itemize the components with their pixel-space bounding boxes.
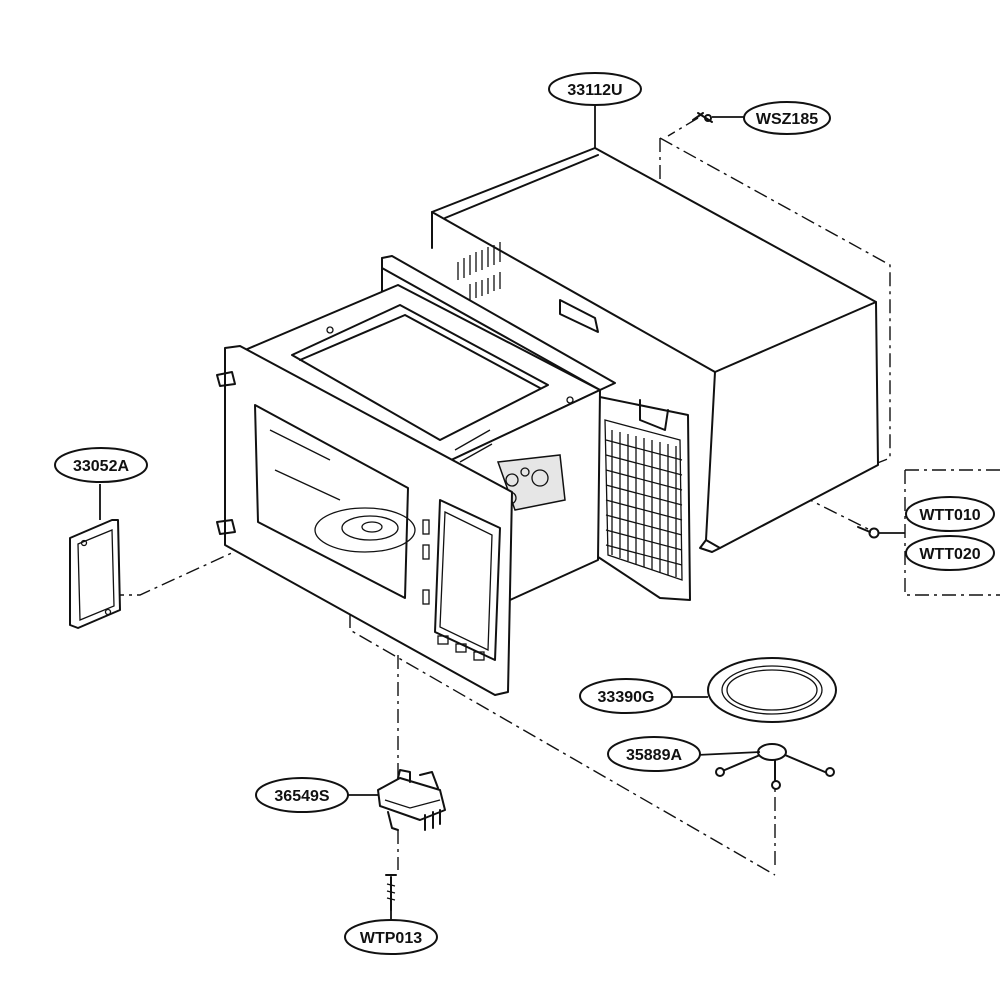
part-number-text: 33112U: [567, 82, 622, 99]
chassis-vent-grid: [605, 430, 683, 577]
part-number-text: WTP013: [360, 930, 422, 947]
label-WSZ185: WSZ185: [743, 101, 831, 135]
label-WTT010: WTT010: [905, 496, 995, 532]
rear-chassis-panel: [579, 394, 691, 601]
label-WTP013: WTP013: [344, 919, 438, 955]
side-screw: [857, 526, 880, 539]
control-slots: [422, 519, 485, 661]
turntable-tray: [707, 657, 837, 723]
oven-cavity-assembly: [244, 255, 616, 601]
cover-plate: [69, 519, 121, 629]
outer-cabinet: [431, 147, 879, 553]
part-number-text: 35889A: [626, 747, 682, 764]
turntable-motor: [377, 769, 446, 831]
label-36549S: 36549S: [255, 777, 349, 813]
label-WTT020: WTT020: [905, 535, 995, 571]
motor-screw: [385, 874, 397, 911]
part-number-text: 33390G: [598, 689, 655, 706]
part-number-text: 36549S: [274, 788, 329, 805]
label-33390G: 33390G: [579, 678, 673, 714]
part-number-text: WTT010: [919, 507, 980, 524]
top-screw: [692, 112, 713, 123]
front-frame: [216, 345, 513, 696]
leader-lines: [99, 104, 905, 922]
cabinet-vents: [457, 242, 501, 300]
label-35889A: 35889A: [607, 736, 701, 772]
label-33052A: 33052A: [54, 447, 148, 483]
label-33112U: 33112U: [548, 72, 642, 106]
part-number-text: WTT020: [919, 546, 980, 563]
part-number-text: WSZ185: [756, 111, 818, 128]
part-number-text: 33052A: [73, 458, 129, 475]
roller-ring: [715, 743, 835, 790]
